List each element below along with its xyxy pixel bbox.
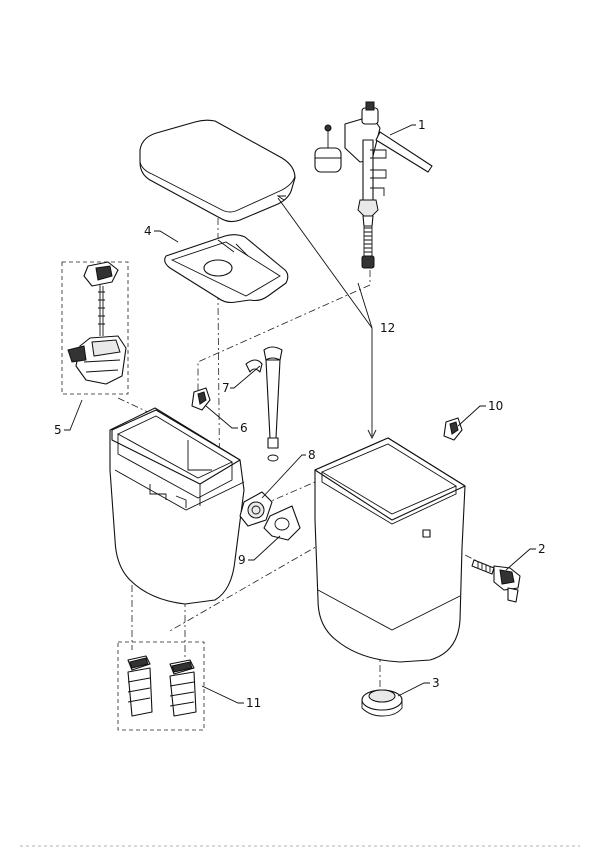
tank-lid [139, 119, 296, 223]
valve-seal [239, 491, 273, 527]
callout-10: 10 [488, 399, 503, 413]
flush-valve [67, 261, 127, 385]
base-ring [361, 689, 403, 717]
callout-4: 4 [144, 224, 152, 238]
callout-8: 8 [308, 448, 316, 462]
inner-tank [109, 407, 245, 605]
base-gasket [263, 505, 301, 541]
callout-12: 12 [380, 321, 395, 335]
callout-11: 11 [246, 696, 261, 710]
callout-leaders [64, 124, 536, 704]
flush-valve-frame [61, 261, 129, 395]
overflow-pipe [245, 346, 283, 462]
valve-set [127, 655, 197, 717]
push-button [471, 559, 521, 603]
outer-tank [314, 437, 466, 663]
callout-9: 9 [238, 553, 246, 567]
inner-lid-plate [164, 234, 289, 304]
fill-valve-hose [363, 226, 373, 256]
small-clip [443, 417, 463, 441]
float-clip [191, 387, 211, 411]
valve-set-frame [117, 641, 205, 731]
callout-5: 5 [54, 423, 62, 437]
callout-3: 3 [432, 676, 440, 690]
fill-valve [314, 101, 433, 269]
callout-2: 2 [538, 542, 546, 556]
callout-1: 1 [418, 118, 426, 132]
callout-7: 7 [222, 381, 230, 395]
callout-6: 6 [240, 421, 248, 435]
